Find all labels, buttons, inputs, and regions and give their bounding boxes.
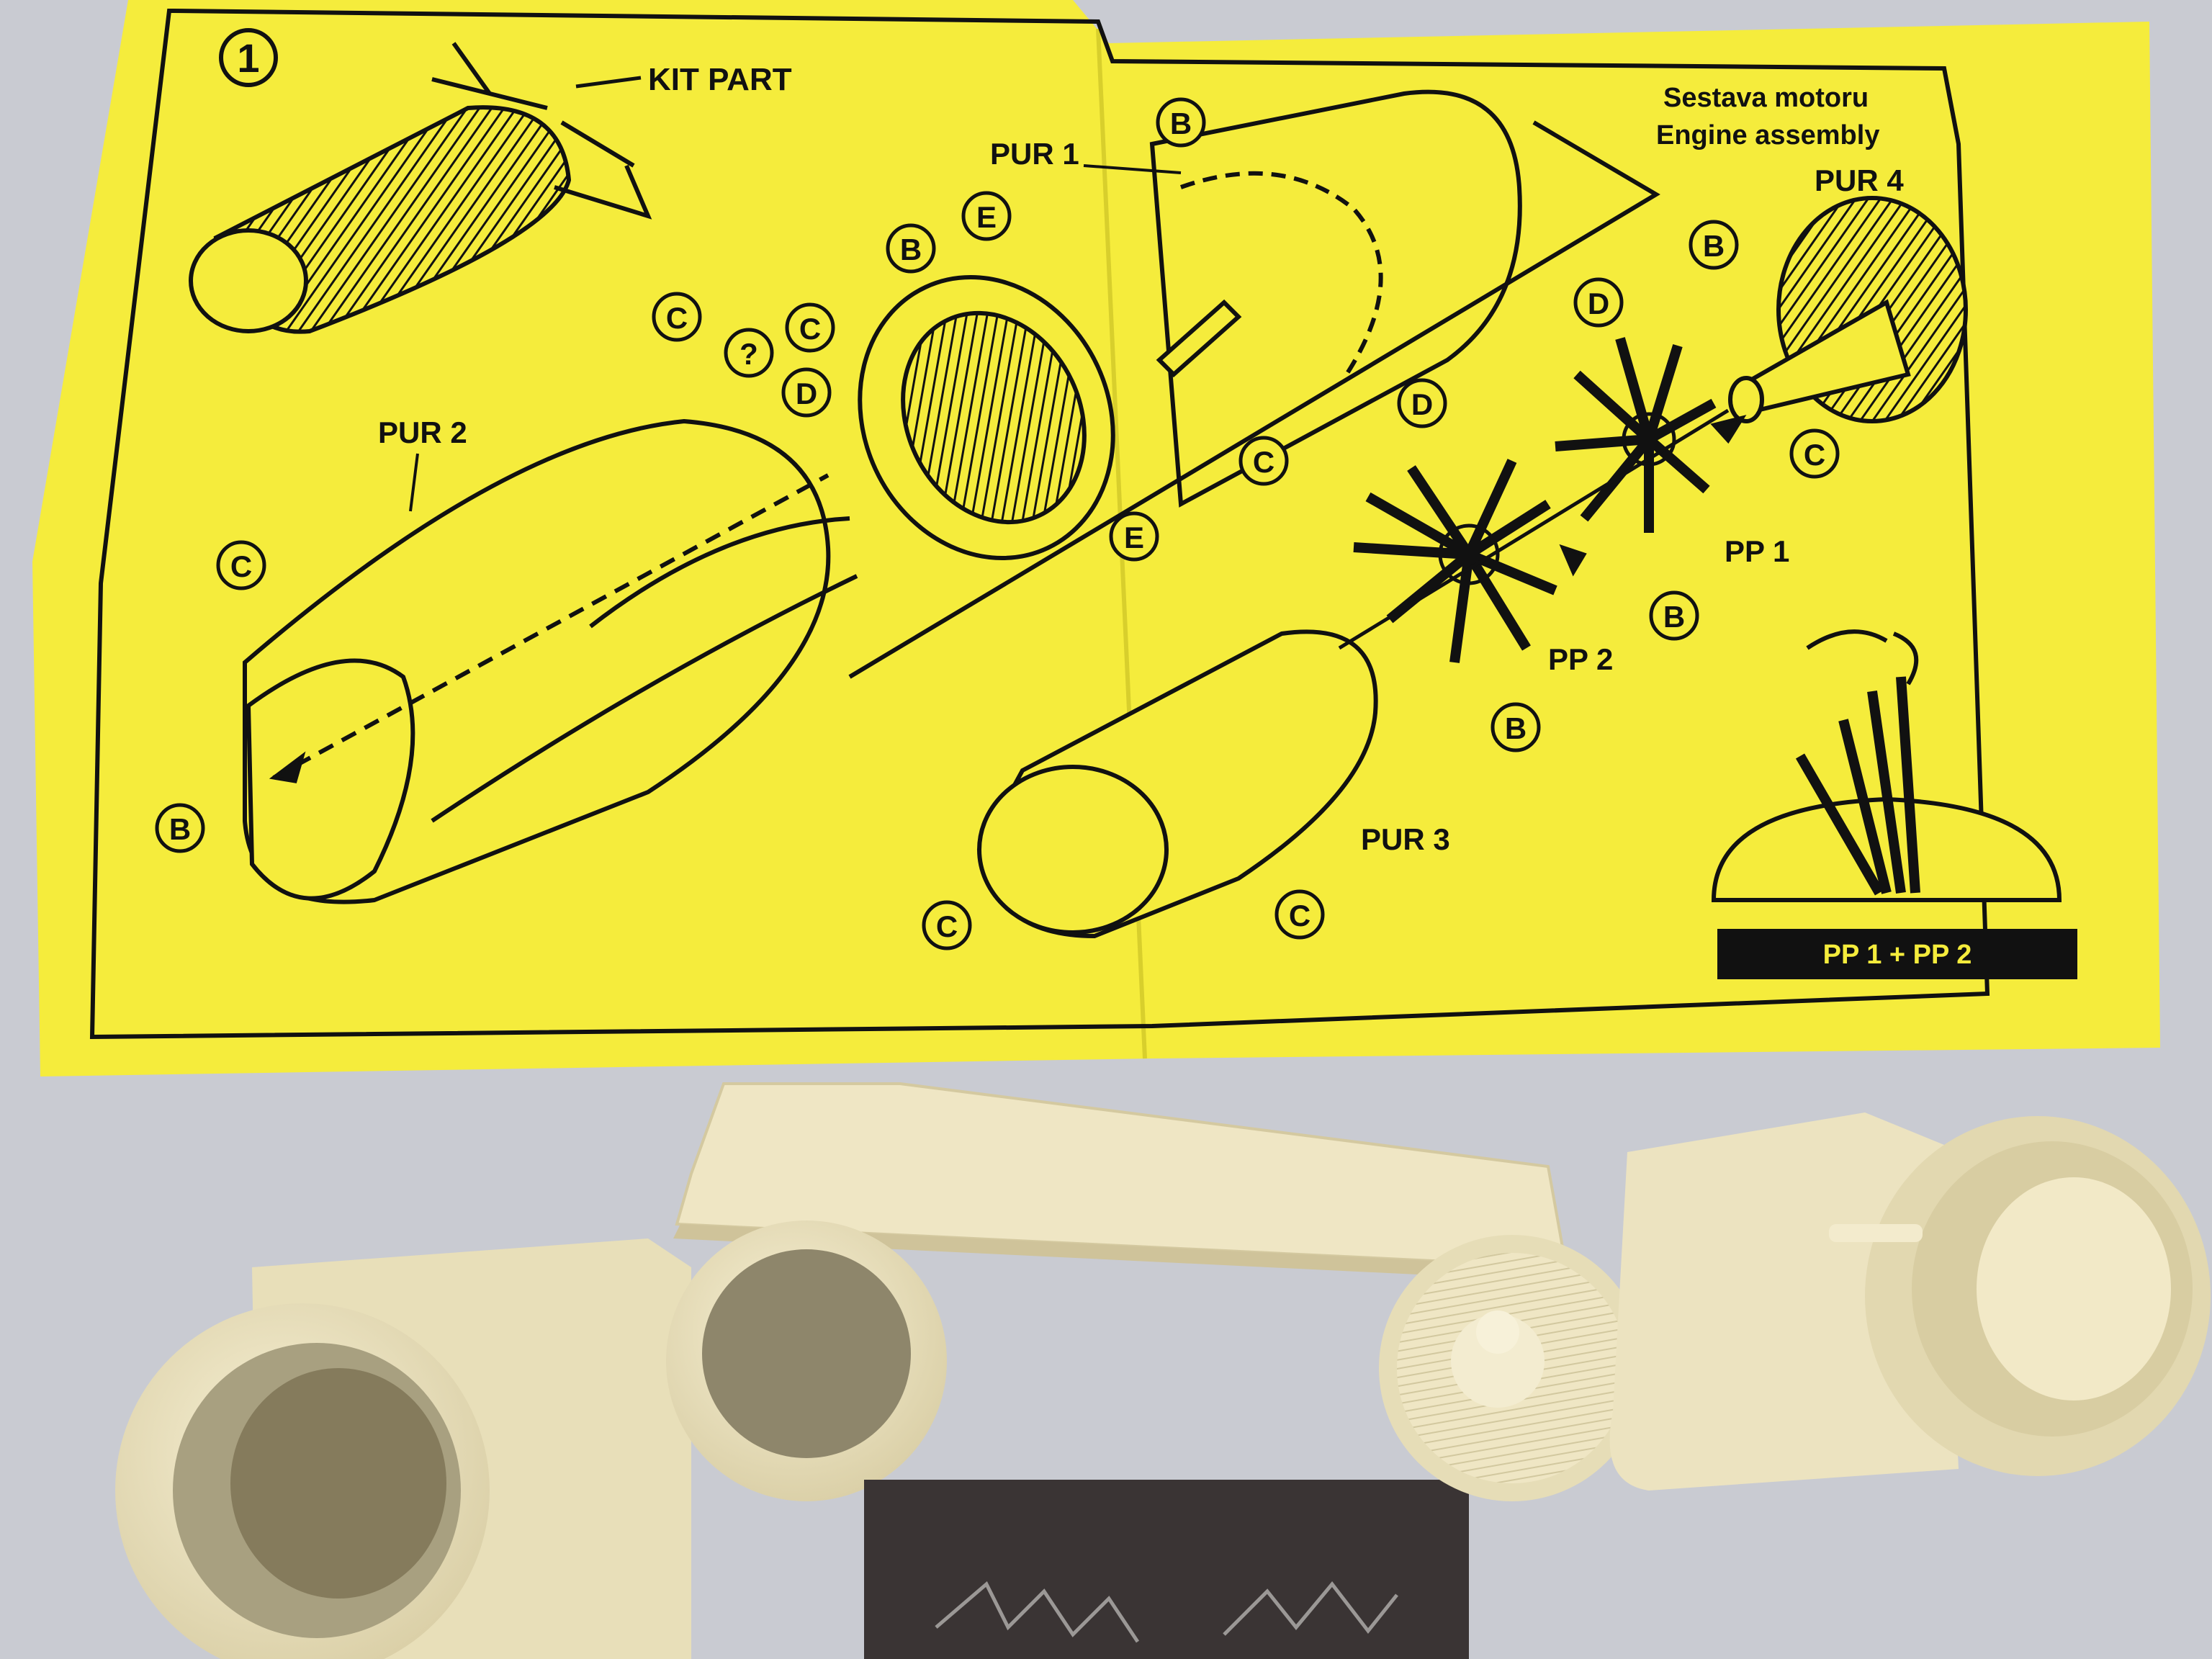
inset-caption-box xyxy=(1717,929,2077,979)
svg-text:B: B xyxy=(1703,229,1725,263)
label-pur3: PUR 3 xyxy=(1361,822,1450,856)
callout-b-4: B xyxy=(1491,702,1541,752)
step-number: 1 xyxy=(237,35,259,81)
drawing-pur2-nozzle xyxy=(243,418,858,904)
svg-text:?: ? xyxy=(739,337,758,371)
drawing-pur4-fan xyxy=(1728,196,1968,423)
callout-c-5: C xyxy=(922,900,972,950)
svg-text:C: C xyxy=(666,301,688,335)
drawing-burner-ring xyxy=(858,275,1115,560)
callout-c-1: C xyxy=(652,292,702,342)
callout-b-3: B xyxy=(155,803,205,853)
callout-e-2: E xyxy=(1109,511,1159,562)
label-pp1: PP 1 xyxy=(1725,534,1789,568)
svg-text:D: D xyxy=(796,377,817,410)
svg-text:B: B xyxy=(900,233,922,266)
drawing-assembly-arrows xyxy=(269,408,1747,783)
inset-pp-detail xyxy=(1711,629,2062,902)
callout-e-1: E xyxy=(961,191,1012,241)
label-pur2: PUR 2 xyxy=(378,415,467,449)
resin-fan-part xyxy=(1379,1235,1645,1501)
svg-text:C: C xyxy=(936,909,958,943)
kit-part-drawing xyxy=(189,42,652,334)
svg-text:C: C xyxy=(230,549,252,583)
svg-text:B: B xyxy=(1663,600,1685,634)
title-czech: Sestava motoru xyxy=(1663,83,1869,113)
callout-c-6: C xyxy=(1274,889,1325,940)
drawing-pur3-tube xyxy=(976,629,1378,939)
resin-combustor-part-right xyxy=(1609,1112,2211,1491)
callout-d-2: D xyxy=(1397,378,1447,428)
svg-text:D: D xyxy=(1411,387,1433,421)
callout-b-1: B xyxy=(1156,97,1206,148)
svg-text:E: E xyxy=(976,200,997,234)
label-pur4: PUR 4 xyxy=(1815,163,1904,197)
callout-c-3: C xyxy=(1238,436,1289,486)
svg-text:D: D xyxy=(1588,287,1609,320)
inset-caption: PP 1 + PP 2 xyxy=(1823,940,1972,970)
sheet-border-frame xyxy=(89,9,1990,1040)
svg-text:C: C xyxy=(1253,445,1274,479)
svg-text:C: C xyxy=(1289,899,1310,932)
callout-c-4: C xyxy=(216,540,266,590)
callout-b-2: B xyxy=(886,223,936,274)
callout-d-3: D xyxy=(1573,277,1624,328)
callout-b-5: B xyxy=(1649,590,1699,641)
callout-c-2: C xyxy=(785,302,835,353)
label-pp2: PP 2 xyxy=(1548,642,1613,676)
step-number-badge: 1 xyxy=(219,28,278,87)
svg-text:C: C xyxy=(1804,438,1825,472)
title-english: Engine assembly xyxy=(1656,120,1879,150)
svg-text:E: E xyxy=(1124,521,1144,554)
label-pur1: PUR 1 xyxy=(990,137,1079,171)
svg-text:C: C xyxy=(799,312,821,346)
svg-text:B: B xyxy=(169,812,191,846)
svg-text:B: B xyxy=(1170,107,1192,140)
svg-text:B: B xyxy=(1505,711,1527,745)
kit-part-label: KIT PART xyxy=(648,62,792,97)
callout-question: ? xyxy=(724,328,774,378)
callout-b-6: B xyxy=(1689,220,1739,270)
resin-ring-part xyxy=(666,1220,947,1501)
callout-c-7: C xyxy=(1789,428,1840,479)
resin-nozzle-part-left xyxy=(115,1238,691,1659)
photo-etch-fret xyxy=(864,1480,1469,1659)
drawing-pp2-stator xyxy=(1353,459,1557,663)
drawing-pur1-cylinder xyxy=(848,89,1660,679)
drawing-shaft xyxy=(1156,299,1242,378)
callout-d-1: D xyxy=(781,367,832,418)
